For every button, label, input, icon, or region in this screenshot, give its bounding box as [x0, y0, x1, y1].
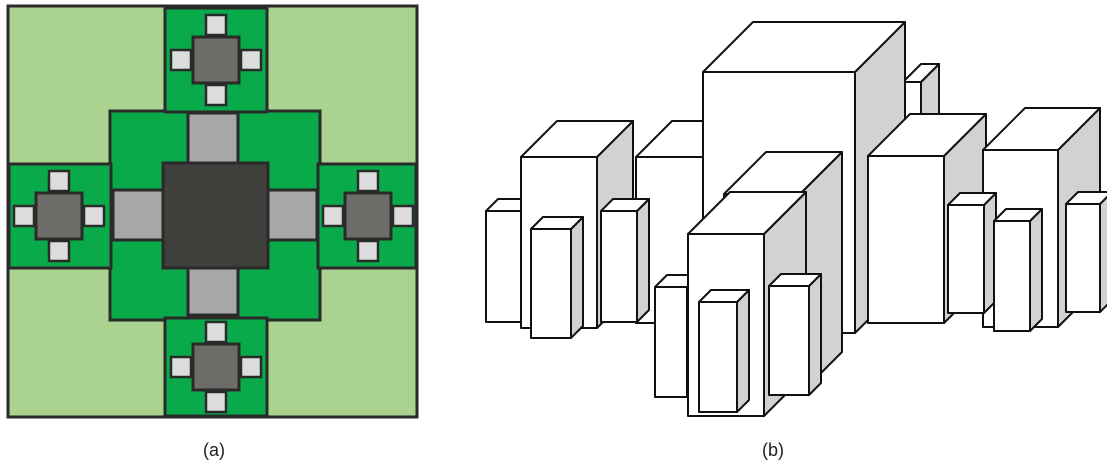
- box-front-right-small-side: [808, 273, 822, 396]
- box-right-front-small-side: [1029, 208, 1043, 332]
- box-far-left-front: [485, 210, 523, 323]
- box-far-right-small-side: [1099, 195, 1107, 313]
- sub-connector-top: [204, 13, 228, 37]
- sub-square-bottom: [191, 342, 241, 392]
- panel-a-fractal-grid: [6, 4, 419, 419]
- box-left-front-small: [530, 216, 584, 339]
- panel-b-building-blocks: [485, 21, 1107, 417]
- sub-connector-left: [47, 169, 71, 193]
- sub-connector-right: [321, 204, 345, 228]
- sub-connector-bottom: [169, 355, 193, 379]
- box-right-side-small: [947, 192, 997, 314]
- box-right-large: [867, 113, 987, 324]
- caption-b: (b): [762, 440, 784, 460]
- box-front-right-small-front: [768, 285, 810, 396]
- box-left-side-small-front: [600, 210, 638, 323]
- box-left-side-small: [600, 198, 650, 323]
- box-left-front-small-front: [530, 228, 572, 339]
- sub-connector-right: [356, 239, 380, 263]
- box-left-side-small-side: [636, 198, 650, 323]
- box-front-right-small: [768, 273, 822, 396]
- sub-connector-bottom: [204, 390, 228, 414]
- center-connector-bottom: [186, 266, 240, 317]
- box-front-bottom-small-front: [698, 301, 738, 413]
- sub-connector-left: [47, 239, 71, 263]
- sub-connector-right: [391, 204, 415, 228]
- box-right-front-small-front: [993, 220, 1031, 332]
- sub-connector-right: [356, 169, 380, 193]
- sub-connector-top: [204, 83, 228, 107]
- center-connector-top: [186, 111, 240, 165]
- box-right-large-front: [867, 155, 945, 324]
- center-dark-square: [161, 161, 270, 270]
- sub-connector-left: [82, 204, 106, 228]
- center-connector-left: [111, 188, 165, 242]
- box-front-bottom-small-side: [736, 289, 750, 413]
- sub-connector-bottom: [239, 355, 263, 379]
- box-front-left-small-front: [654, 286, 688, 398]
- center-connector-right: [265, 188, 319, 242]
- box-front-bottom-small: [698, 289, 750, 413]
- sub-connector-bottom: [204, 320, 228, 344]
- sub-connector-top: [239, 48, 263, 72]
- caption-a: (a): [203, 440, 225, 460]
- box-left-front-small-side: [570, 216, 584, 339]
- box-right-front-small: [993, 208, 1043, 332]
- sub-connector-left: [12, 204, 36, 228]
- box-right-side-small-front: [947, 204, 985, 314]
- sub-connector-top: [169, 48, 193, 72]
- sub-square-top: [191, 35, 241, 85]
- box-far-right-small-front: [1065, 203, 1101, 313]
- sub-square-right: [343, 191, 393, 241]
- box-far-right-small: [1065, 191, 1107, 313]
- sub-square-left: [34, 191, 84, 241]
